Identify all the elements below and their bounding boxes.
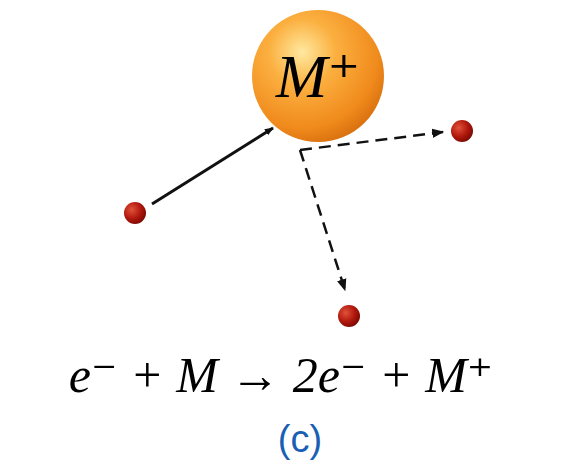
- ion-sphere: M⁺: [251, 9, 385, 143]
- incident-electron-path: [152, 128, 273, 204]
- subfigure-caption: (c): [278, 420, 322, 458]
- ejected-electron-path: [300, 150, 345, 290]
- electron-dot: [124, 202, 146, 224]
- ion-label: M⁺: [276, 45, 360, 107]
- reaction-equation: e⁻ + M → 2e⁻ + M⁺: [69, 350, 493, 400]
- electron-dot: [451, 120, 473, 142]
- sphere-body: [252, 10, 384, 142]
- electron-dot: [338, 305, 360, 327]
